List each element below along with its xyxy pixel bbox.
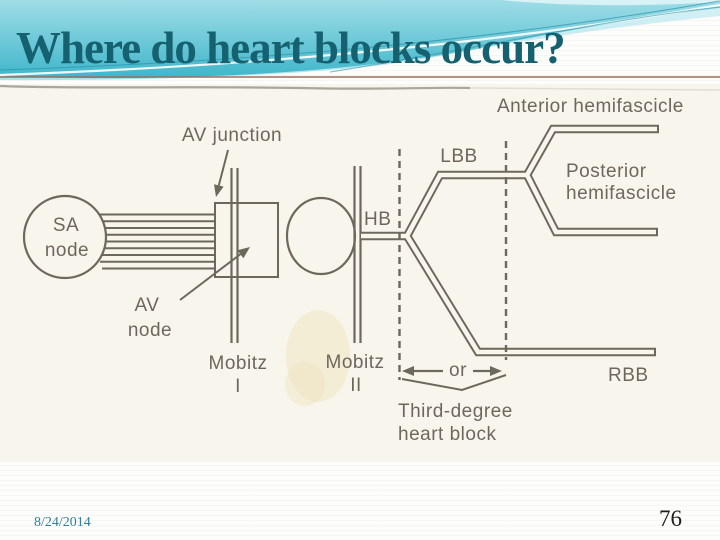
header-wave-decoration (0, 0, 720, 81)
label-posterior-hemifascicle: hemifascicle (566, 183, 677, 204)
slide-title: Where do heart blocks occur? (16, 23, 566, 73)
label-mobitz2: Mobitz (326, 352, 385, 373)
scan-top-edge (0, 84, 471, 90)
sa-node-circle (22, 194, 108, 280)
wave-main-band (0, 0, 720, 79)
label-or: or (449, 360, 467, 381)
third-degree-dashed-lines (398, 141, 508, 380)
mobitz2-level-lines (353, 166, 362, 343)
scan-stain (286, 310, 350, 402)
slide-date: 8/24/2014 (34, 515, 91, 530)
label-av: AV (135, 295, 160, 316)
label-sa: SA (53, 215, 79, 236)
slide-header: Where do heart blocks occur? (0, 0, 720, 84)
scan-stain-small (285, 362, 325, 406)
label-hb: HB (364, 209, 391, 230)
label-posterior: Posterior (566, 161, 647, 182)
scan-top-edge-faint (469, 87, 720, 91)
label-av-junction: AV junction (182, 125, 282, 146)
sa-to-av-fibers (96, 213, 215, 270)
label-third-degree-line2: heart block (398, 424, 496, 445)
heart-conduction-diagram: SA node AV junction AV node HB LBB Anter… (0, 84, 720, 462)
av-node-arrow (179, 247, 250, 301)
wave-accent-line-dark2 (329, 6, 720, 73)
label-lbb: LBB (440, 146, 477, 167)
label-mobitz1-numeral: I (235, 376, 241, 397)
diagram-linework (22, 166, 362, 343)
label-rbb: RBB (608, 365, 649, 386)
label-sa-node: node (45, 240, 89, 261)
av-junction-box (214, 202, 279, 278)
label-third-degree-line1: Third-degree (398, 401, 513, 422)
page-number: 76 (659, 506, 682, 531)
or-bracket (401, 374, 507, 392)
or-range-arrow (401, 366, 507, 392)
wave-accent-line-dark (0, 0, 720, 71)
av-junction-arrow (214, 149, 229, 197)
arrowhead-left (402, 366, 414, 376)
label-mobitz1: Mobitz (209, 353, 268, 374)
label-anterior-hemifascicle: Anterior hemifascicle (497, 96, 684, 117)
arrowhead-right (490, 366, 502, 376)
label-mobitz2-numeral: II (350, 375, 362, 396)
label-av-node: node (128, 320, 172, 341)
